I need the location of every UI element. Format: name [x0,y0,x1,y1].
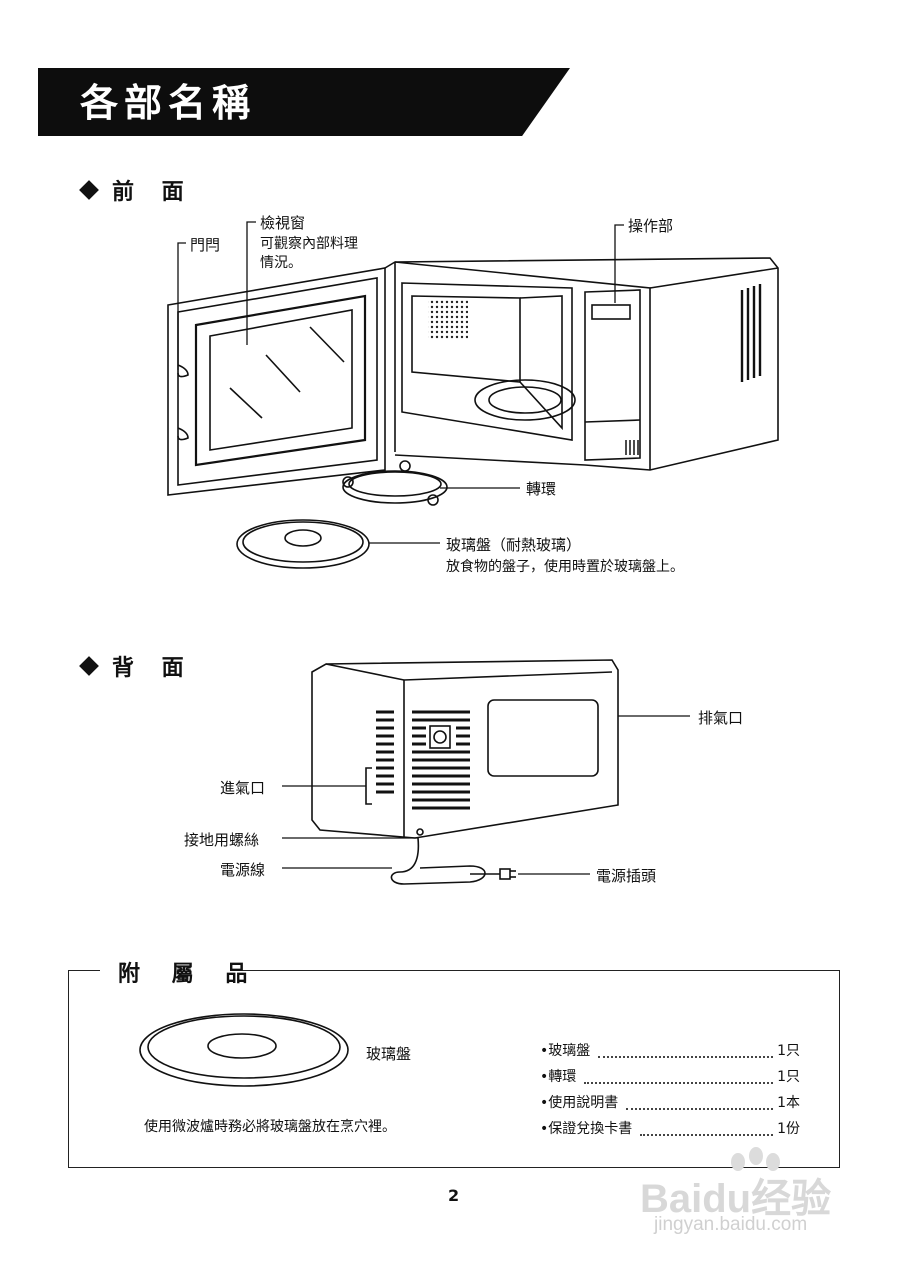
power-cord-label: 電源線 [220,861,266,879]
item-qty: 1只 [777,1069,800,1085]
watermark-brand: Baidu经验 [640,1177,832,1221]
watermark-url: jingyan.baidu.com [654,1214,808,1235]
ground-screw-label: 接地用螺絲 [184,831,260,849]
leader-dots [626,1092,774,1110]
list-item: •玻璃盤 1只 [540,1040,800,1066]
list-item: •使用說明書 1本 [540,1092,800,1118]
accessory-note: 使用微波爐時務必將玻璃盤放在烹穴裡。 [144,1119,396,1135]
list-item: •轉環 1只 [540,1066,800,1092]
glass-tray-desc: 放食物的盤子，使用時置於玻璃盤上。 [446,559,684,575]
intake-label: 進氣口 [220,779,266,797]
front-heading-text: 前 面 [112,180,194,205]
item-qty: 1份 [777,1121,800,1137]
item-name: •使用說明書 [540,1095,619,1111]
exhaust-label: 排氣口 [698,709,744,727]
list-item: •保證兌換卡書 1份 [540,1118,800,1144]
leader-dots [584,1066,774,1084]
window-desc-line2: 情況。 [260,255,302,271]
accessories-title-mask [100,954,240,986]
power-plug-label: 電源插頭 [596,867,657,885]
page-title: 各部名稱 [80,81,257,125]
accessory-tray-label: 玻璃盤 [366,1045,412,1063]
window-label: 檢視窗 [260,214,306,232]
leader-dots [598,1040,774,1058]
item-name: •轉環 [540,1069,577,1085]
accessories-heading: 附 屬 品 [118,962,260,987]
window-desc-line1: 可觀察內部料理 [260,236,358,252]
front-section-heading: 前 面 [79,174,194,206]
item-qty: 1只 [777,1043,800,1059]
glass-tray-label: 玻璃盤（耐熱玻璃） [446,536,582,554]
back-heading-text: 背 面 [112,656,194,681]
page-number: 2 [448,1186,460,1205]
item-name: •保證兌換卡書 [540,1121,633,1137]
leader-dots [640,1118,774,1136]
control-panel-label: 操作部 [628,217,674,235]
title-banner [38,68,570,136]
back-section-heading: 背 面 [79,650,194,682]
item-qty: 1本 [777,1095,800,1111]
door-latch-label: 門閂 [190,236,221,254]
roller-ring-label: 轉環 [526,480,557,498]
item-name: •玻璃盤 [540,1043,591,1059]
accessories-box [68,970,840,1168]
accessory-list: •玻璃盤 1只 •轉環 1只 •使用說明書 1本 •保證兌換卡書 1份 [540,1040,800,1144]
